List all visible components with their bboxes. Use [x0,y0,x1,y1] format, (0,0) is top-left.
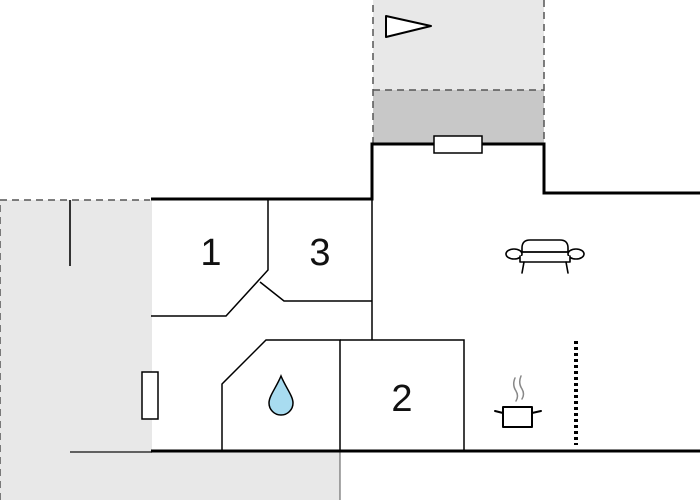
exterior-walls [151,142,700,453]
flag-pennant-icon [385,15,432,38]
room-label-3: 3 [309,232,330,274]
window-top [433,135,483,154]
water-drop-icon [268,374,294,416]
sofa-icon [505,239,585,274]
outdoor-area-left [0,199,341,500]
cooking-pot-icon [494,375,542,428]
outdoor-terrace-top [372,0,545,144]
room-label-2: 2 [391,378,412,420]
window-left [141,371,159,420]
room-label-1: 1 [200,232,221,274]
interior-walls [151,199,465,451]
